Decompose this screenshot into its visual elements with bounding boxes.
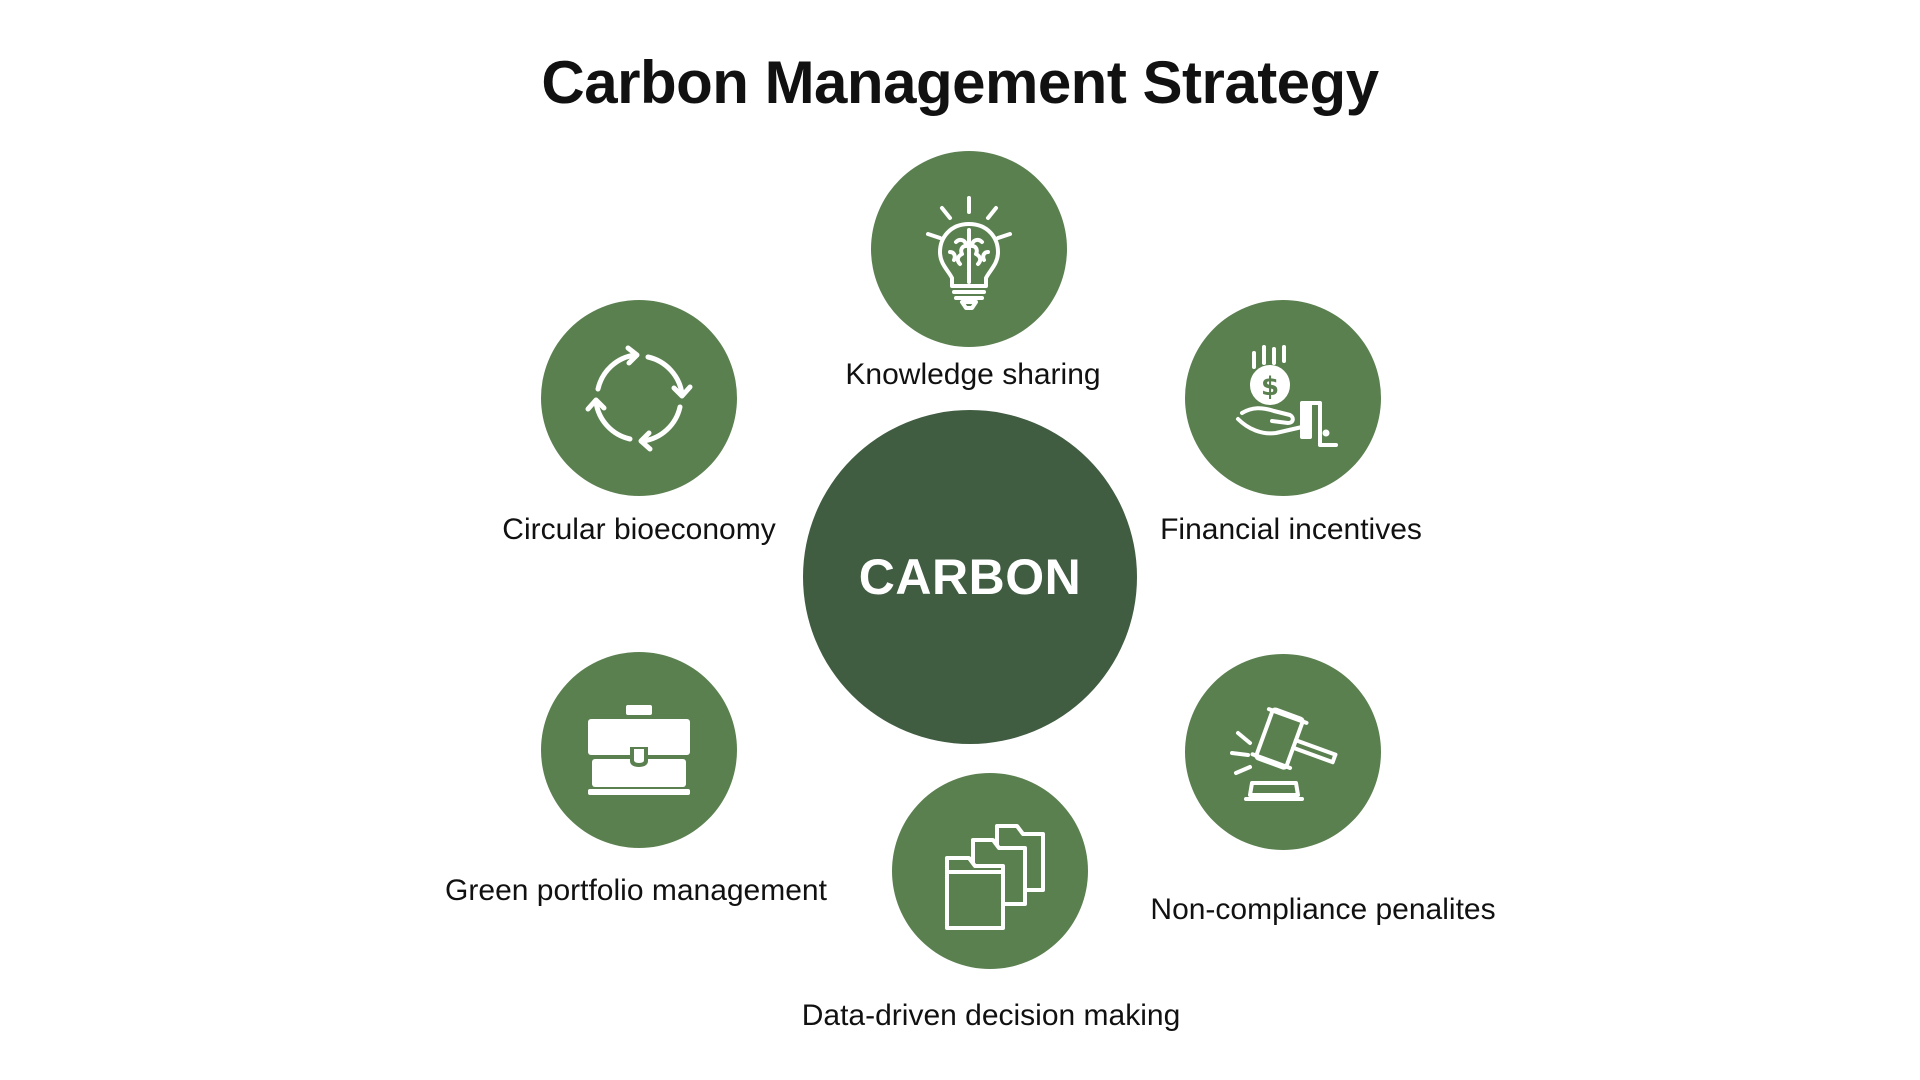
- cycle-arrows-icon: [585, 345, 693, 452]
- briefcase-icon: [588, 705, 690, 795]
- label-non-compliance-penalties: Non-compliance penalites: [1150, 893, 1496, 926]
- center-label: CARBON: [858, 549, 1082, 605]
- label-knowledge-sharing: Knowledge sharing: [845, 358, 1101, 391]
- gavel-icon: [1230, 707, 1338, 801]
- diagram-title: Carbon Management Strategy: [541, 49, 1379, 116]
- svg-text:$: $: [1261, 372, 1279, 402]
- hand-coin-icon: $: [1236, 345, 1338, 447]
- node-data-driven-decision-making: [892, 773, 1088, 969]
- node-circular-bioeconomy: [541, 300, 737, 496]
- node-green-portfolio-management: [541, 652, 737, 848]
- label-circular-bioeconomy: Circular bioeconomy: [502, 513, 776, 546]
- folders-icon: [945, 824, 1045, 930]
- node-financial-incentives: $: [1185, 300, 1381, 496]
- label-data-driven-decision-making: Data-driven decision making: [801, 999, 1181, 1032]
- node-knowledge-sharing: [871, 151, 1067, 347]
- label-financial-incentives: Financial incentives: [1160, 513, 1422, 546]
- lightbulb-brain-icon: [926, 196, 1012, 310]
- label-green-portfolio-management: Green portfolio management: [445, 874, 827, 907]
- node-non-compliance-penalties: [1185, 654, 1381, 850]
- center-circle: CARBON: [803, 410, 1137, 744]
